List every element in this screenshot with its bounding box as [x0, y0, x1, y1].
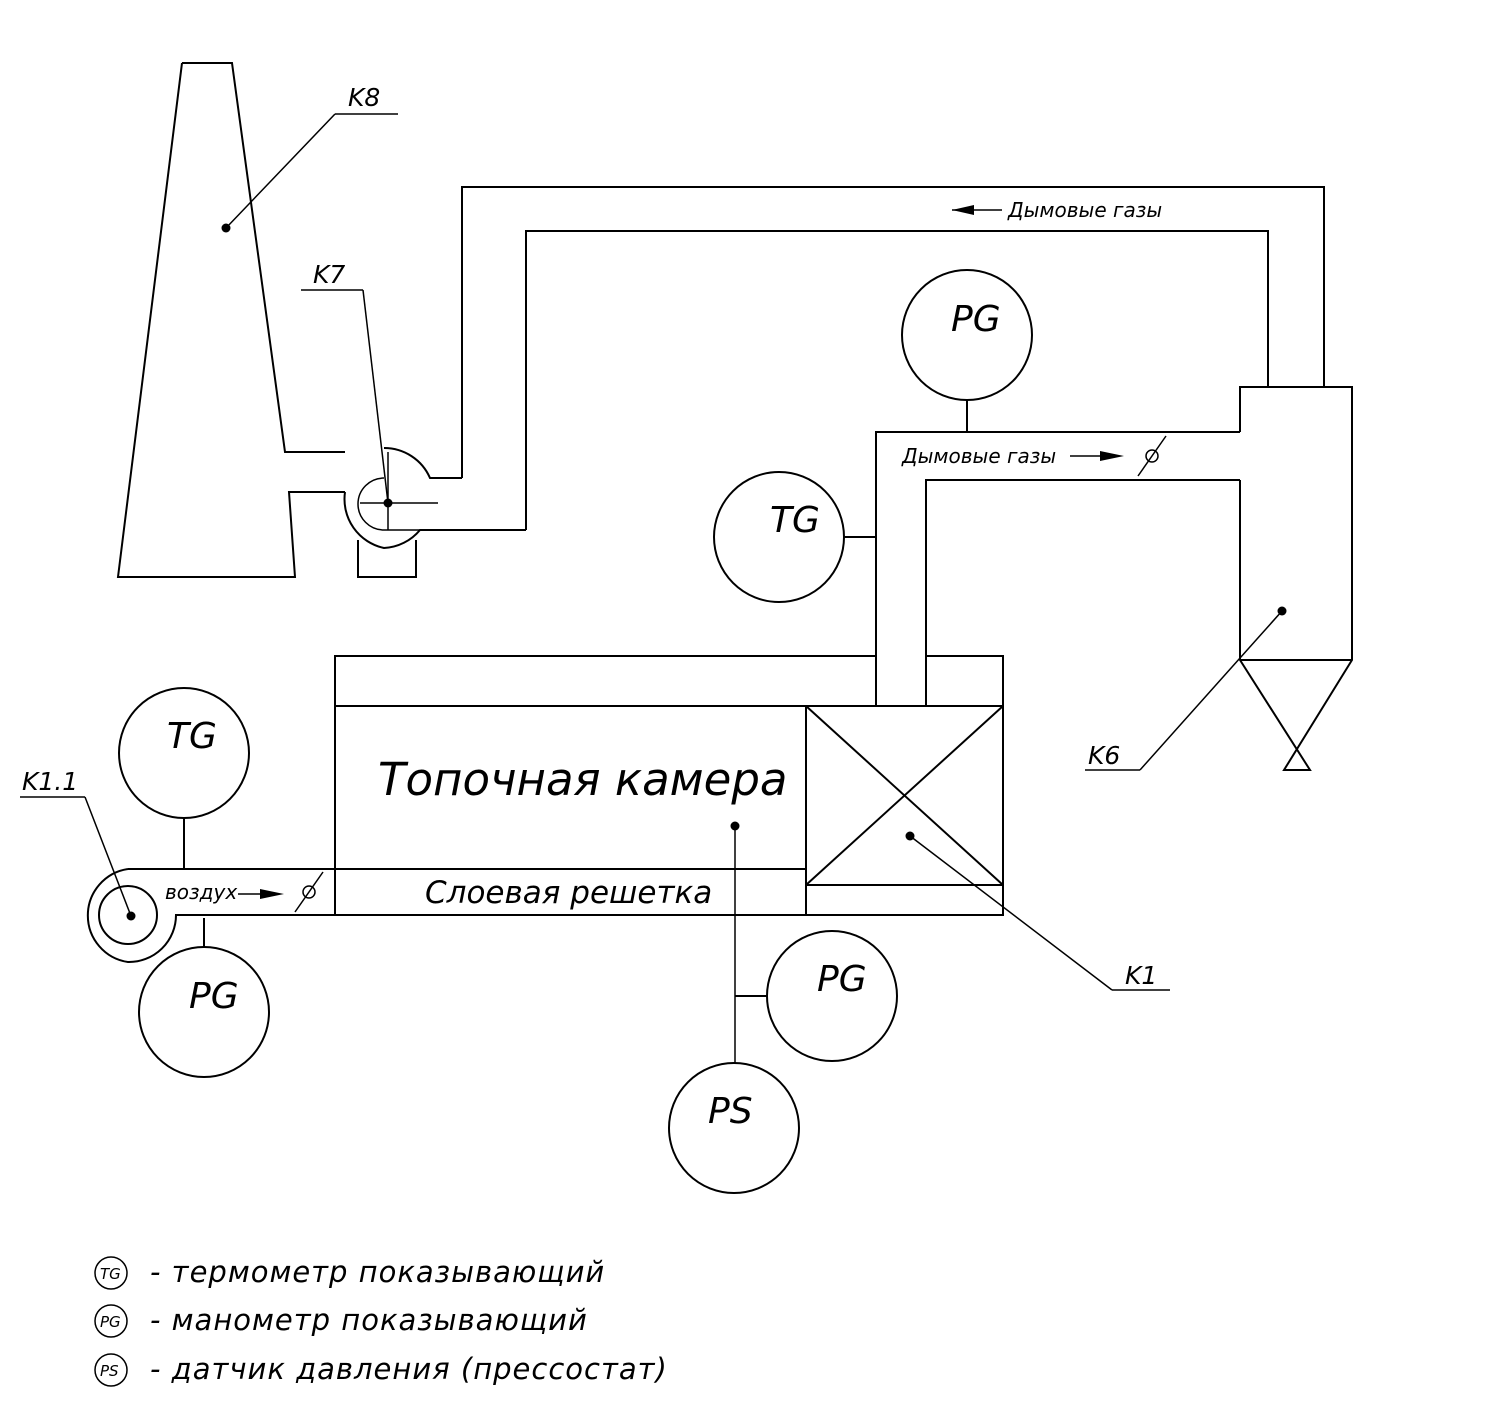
label-k7: K7 — [313, 260, 345, 289]
legend-text-tg: - термометр показывающий — [150, 1255, 605, 1289]
legend: TG - термометр показывающий PG - маномет… — [94, 1255, 668, 1387]
cyclone-k6: K6 — [1085, 386, 1353, 771]
flue-gas-duct-top: Дымовые газы — [461, 186, 1325, 530]
label-k8: K8 — [348, 83, 380, 112]
instrument-tg-left: TG — [118, 687, 250, 869]
chimney-k8: K8 — [116, 62, 398, 578]
legend-symbol-ps: PS — [100, 1362, 119, 1380]
instrument-tg-mid: TG — [713, 471, 876, 603]
legend-symbol-tg: TG — [100, 1265, 121, 1283]
label-grate: Слоевая решетка — [425, 875, 712, 911]
pg-top-label: PG — [951, 299, 1001, 340]
instrument-pg-left: PG — [138, 918, 270, 1078]
tg-left-label: TG — [167, 716, 217, 757]
legend-item-pg: PG - манометр показывающий — [94, 1303, 588, 1338]
pg-bottom-label: PG — [817, 959, 867, 1000]
pg-left-label: PG — [189, 976, 239, 1017]
instrument-pg-top: PG — [901, 269, 1033, 432]
label-air: воздух — [165, 880, 237, 904]
furnace-k1: Топочная камера Слоевая решетка K1 — [334, 655, 1170, 991]
legend-text-pg: - манометр показывающий — [150, 1303, 588, 1337]
legend-item-tg: TG - термометр показывающий — [94, 1255, 605, 1290]
label-flue-gas-mid: Дымовые газы — [901, 444, 1056, 468]
label-k1: K1 — [1125, 961, 1157, 990]
legend-text-ps: - датчик давления (прессостат) — [150, 1352, 668, 1386]
label-flue-gas-top: Дымовые газы — [1007, 198, 1162, 222]
blower-fan-k1-1: K1.1 воздух — [20, 767, 335, 964]
smoke-exhauster-k7: K7 — [301, 260, 526, 578]
legend-item-ps: PS - датчик давления (прессостат) — [94, 1352, 668, 1387]
label-k1-1: K1.1 — [22, 767, 78, 796]
instrument-pg-bottom: PG — [730, 821, 898, 1063]
flue-gas-duct-mid: Дымовые газы — [875, 431, 1240, 706]
tg-mid-label: TG — [770, 500, 820, 541]
label-furnace: Топочная камера — [378, 753, 787, 806]
ps-bottom-label: PS — [708, 1091, 753, 1132]
instrument-ps-bottom: PS — [668, 1062, 800, 1194]
label-k6: K6 — [1088, 741, 1120, 770]
legend-symbol-pg: PG — [100, 1313, 121, 1331]
